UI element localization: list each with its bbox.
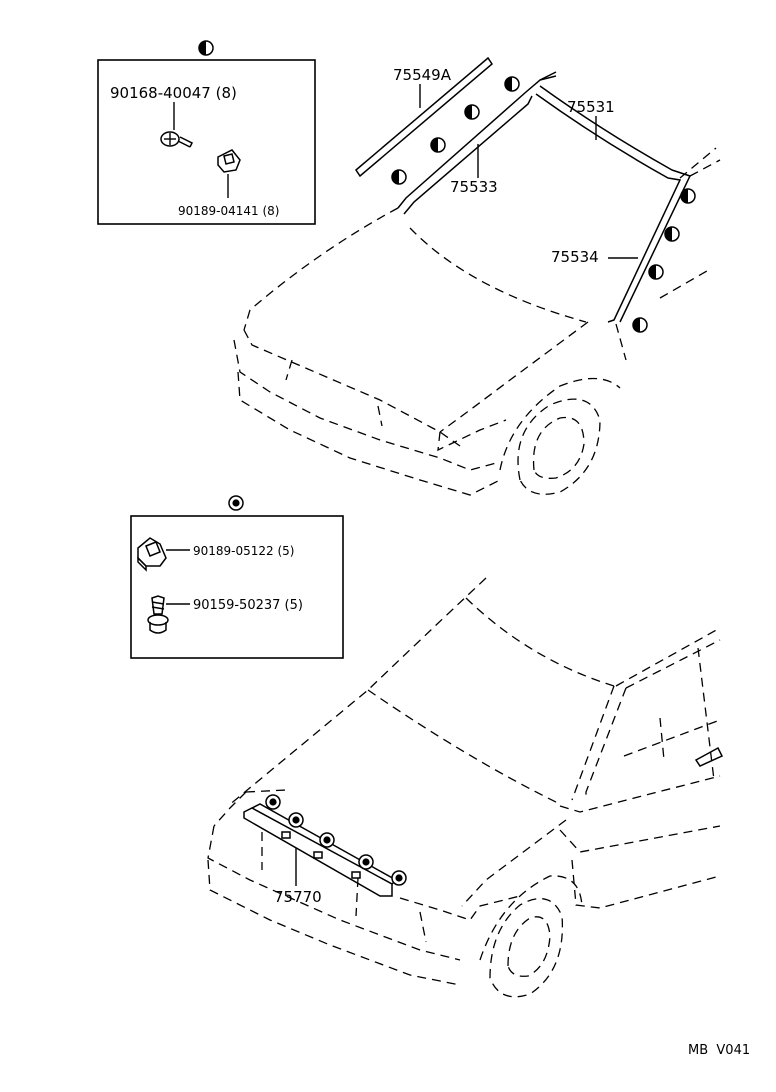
molding-retainer-part bbox=[397, 75, 557, 209]
windshield-upper-molding-part bbox=[535, 93, 682, 323]
callout-75770: 75770 bbox=[274, 888, 322, 906]
dot-circle-marker bbox=[358, 854, 374, 870]
car-outline-top bbox=[233, 147, 721, 496]
half-circle-marker bbox=[504, 76, 520, 92]
callout-75533: 75533 bbox=[450, 178, 498, 196]
dot-circle-symbol-legend bbox=[228, 495, 244, 511]
part-label-90159-50237: 90159-50237 (5) bbox=[193, 598, 303, 613]
part-label-90189-04141: 90189-04141 (8) bbox=[178, 204, 280, 218]
clip-icon bbox=[137, 537, 167, 572]
half-circle-marker bbox=[430, 137, 446, 153]
fastener-box-top bbox=[97, 59, 316, 225]
part-label-90189-05122: 90189-05122 (5) bbox=[193, 544, 295, 558]
dot-circle-marker bbox=[265, 794, 281, 810]
callout-75531: 75531 bbox=[567, 98, 615, 116]
half-circle-marker bbox=[391, 169, 407, 185]
callout-75534: 75534 bbox=[551, 248, 599, 266]
half-circle-marker bbox=[648, 264, 664, 280]
dot-circle-marker bbox=[288, 812, 304, 828]
dot-circle-marker bbox=[319, 832, 335, 848]
callout-75549a: 75549A bbox=[393, 66, 452, 84]
clip-icon bbox=[217, 149, 241, 173]
half-circle-symbol-legend bbox=[198, 40, 214, 56]
rail-molding-part bbox=[355, 56, 493, 178]
fastener-box-bottom bbox=[130, 515, 344, 659]
screw-icon bbox=[160, 131, 194, 148]
car-outline-bottom bbox=[207, 577, 724, 998]
part-label-90168-40047: 90168-40047 (8) bbox=[110, 84, 237, 102]
dot-circle-marker bbox=[391, 870, 407, 886]
half-circle-marker bbox=[680, 188, 696, 204]
half-circle-marker bbox=[664, 226, 680, 242]
half-circle-marker bbox=[632, 317, 648, 333]
bolt-icon bbox=[147, 595, 169, 634]
half-circle-marker bbox=[464, 104, 480, 120]
footer-code: MB V041 bbox=[688, 1043, 750, 1058]
door-handle-part bbox=[694, 746, 724, 767]
